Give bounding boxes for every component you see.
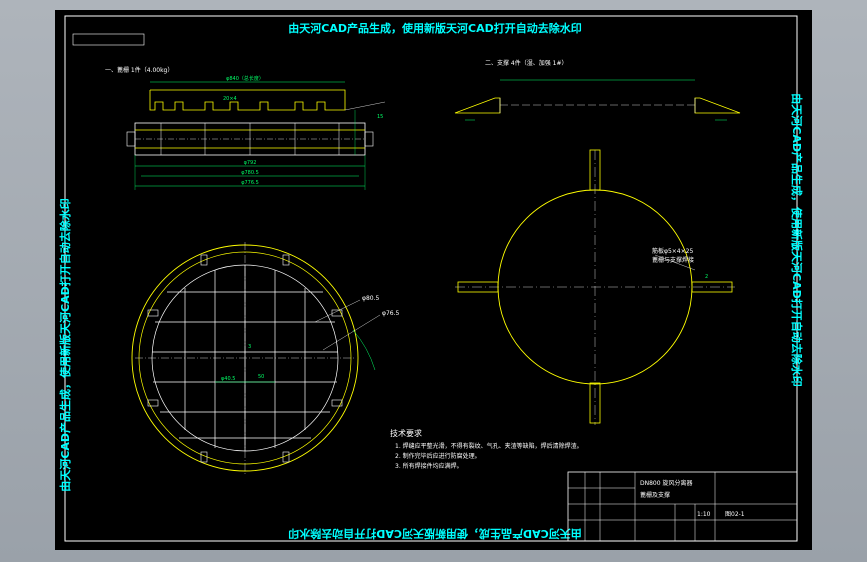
callout-left-ring: φ80.5 — [362, 295, 380, 302]
grid-front-view: 一、蓖栅 1件（4.00kg） φ840（总长度） φ792 φ780.5 φ7… — [105, 66, 386, 190]
drawing-number-box — [72, 33, 145, 46]
notes-line-1: 1. 焊缝应平整光滑，不得有裂纹、气孔、夹渣等缺陷，焊后清除焊渣。 — [395, 442, 583, 450]
title-block-name: DN800 旋风分离器 — [640, 479, 692, 487]
technical-notes: 技术要求 1. 焊缝应平整光滑，不得有裂纹、气孔、夹渣等缺陷，焊后清除焊渣。 2… — [390, 428, 583, 470]
title-block-part: 蓖栅及支撑 — [640, 491, 670, 499]
support-right-bracket — [694, 97, 741, 114]
callout-right-ring: φ76.5 — [382, 310, 400, 317]
plan-dim-grid-label: φ40.5 — [221, 376, 235, 382]
callout-circle: 蓖栅与支撑焊接 — [652, 256, 694, 264]
leader-left-ring — [314, 299, 361, 323]
leader-support — [654, 254, 696, 271]
watermark-bottom: 由天河CAD产品生成，使用新版天河CAD打开自动去除水印 — [288, 527, 581, 541]
callout-support: 筋板φ5×4×25 — [652, 247, 693, 255]
support-side-view: 二、支撑 4件（湿、加强 1#） — [454, 59, 741, 121]
grid-right-lug — [364, 131, 374, 147]
drawing-frame — [64, 15, 798, 542]
support-left-bracket — [454, 97, 501, 114]
support-plan-view: 筋板φ5×4×25 蓖栅与支撑焊接 2 — [455, 149, 735, 425]
plan-dim-h-label: 50 — [258, 374, 264, 380]
notes-line-2: 2. 制作完毕后应进行防腐处理。 — [395, 452, 481, 460]
title-block-grid — [568, 472, 797, 541]
dim-mid-label: φ792 — [244, 160, 257, 166]
grid-plan-view: φ40.5 3 50 φ80.5 φ76.5 — [131, 242, 400, 474]
leader-step — [344, 101, 386, 111]
plan-arc-dim — [352, 329, 376, 371]
dim-top-label: φ840（总长度） — [226, 75, 264, 82]
view2-title: 二、支撑 4件（湿、加强 1#） — [485, 59, 567, 67]
dim-bottom2-label: φ776.5 — [241, 180, 259, 186]
notes-line-3: 3. 所有焊接件均应满焊。 — [395, 462, 463, 470]
title-block-frame — [567, 471, 798, 542]
dim-step-label: 15 — [377, 114, 383, 120]
cad-drawing-sheet: 由天河CAD产品生成，使用新版天河CAD打开自动去除水印 由天河CAD产品生成，… — [55, 10, 812, 550]
support-dim-label: 2 — [705, 274, 708, 280]
notes-title: 技术要求 — [390, 428, 422, 438]
cad-drawing: 由天河CAD产品生成，使用新版天河CAD打开自动去除水印 由天河CAD产品生成，… — [58, 15, 804, 542]
title-block-drawing-no: 图02-1 — [725, 511, 745, 518]
watermark-right: 由天河CAD产品生成，使用新版天河CAD打开自动去除水印 — [790, 93, 804, 386]
grid-left-lug — [126, 131, 136, 147]
title-block: DN800 旋风分离器 蓖栅及支撑 图02-1 1:10 — [567, 471, 798, 542]
watermark-top: 由天河CAD产品生成，使用新版天河CAD打开自动去除水印 — [288, 21, 581, 35]
dim-slot-label: 20×4 — [223, 96, 237, 102]
dim-bottom1-label: φ780.5 — [241, 170, 259, 176]
support-arms — [457, 149, 733, 424]
grid-comb-outline — [149, 89, 346, 111]
plan-dim-centre-label: 3 — [248, 344, 251, 350]
title-block-scale: 1:10 — [697, 511, 711, 518]
leader-right-ring — [322, 314, 381, 351]
view1-title: 一、蓖栅 1件（4.00kg） — [105, 66, 173, 74]
ring-lugs — [147, 254, 343, 463]
watermark-left: 由天河CAD产品生成，使用新版天河CAD打开自动去除水印 — [58, 198, 72, 491]
